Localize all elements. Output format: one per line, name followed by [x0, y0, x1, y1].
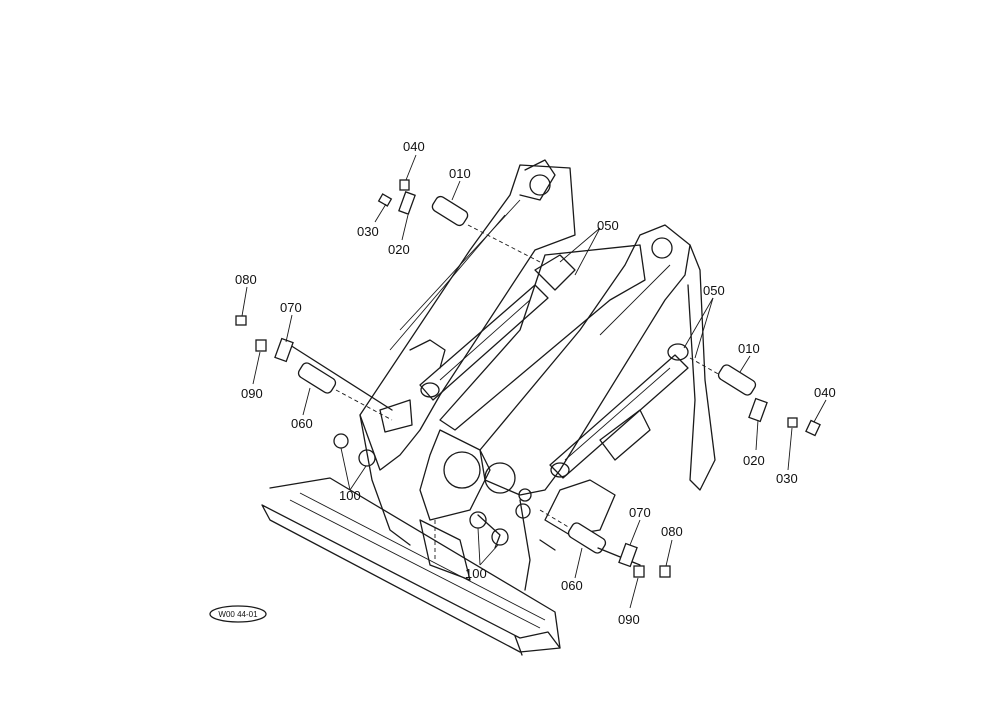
callout-100-bottom: 100 [465, 566, 487, 581]
callout-070-left: 070 [280, 300, 302, 315]
left-loader-arm [359, 159, 576, 546]
callout-020-top: 020 [388, 242, 410, 257]
right-loader-arm [469, 224, 716, 591]
callout-090-bottom: 090 [618, 612, 640, 627]
callout-050-top: 050 [597, 218, 619, 233]
callout-080-bottom: 080 [661, 524, 683, 539]
bottom-pin-assembly [515, 503, 671, 578]
callout-040-right: 040 [814, 385, 836, 400]
callout-labels: 040 010 030 020 050 080 070 090 060 100 … [235, 139, 836, 627]
callout-010-right: 010 [738, 341, 760, 356]
callout-030-right: 030 [776, 471, 798, 486]
bucket-base [261, 477, 561, 656]
callout-060-left: 060 [291, 416, 313, 431]
callout-080-left: 080 [235, 272, 257, 287]
callout-090-left: 090 [241, 386, 263, 401]
right-pin-assembly [689, 357, 821, 437]
diagram-id-stamp: W00 44-01 [209, 605, 267, 623]
cross-frame [419, 244, 646, 581]
callout-070-bottom: 070 [629, 505, 651, 520]
left-pin-assembly [235, 315, 413, 467]
callout-030-top: 030 [357, 224, 379, 239]
callout-100-left: 100 [339, 488, 361, 503]
callout-050-right: 050 [703, 283, 725, 298]
callout-040-top: 040 [403, 139, 425, 154]
callout-020-right: 020 [743, 453, 765, 468]
leader-lines [241, 154, 827, 609]
callout-010-top: 010 [449, 166, 471, 181]
diagram-id-text: W00 44-01 [218, 610, 258, 619]
callout-060-bottom: 060 [561, 578, 583, 593]
top-pin-assembly [377, 179, 541, 263]
